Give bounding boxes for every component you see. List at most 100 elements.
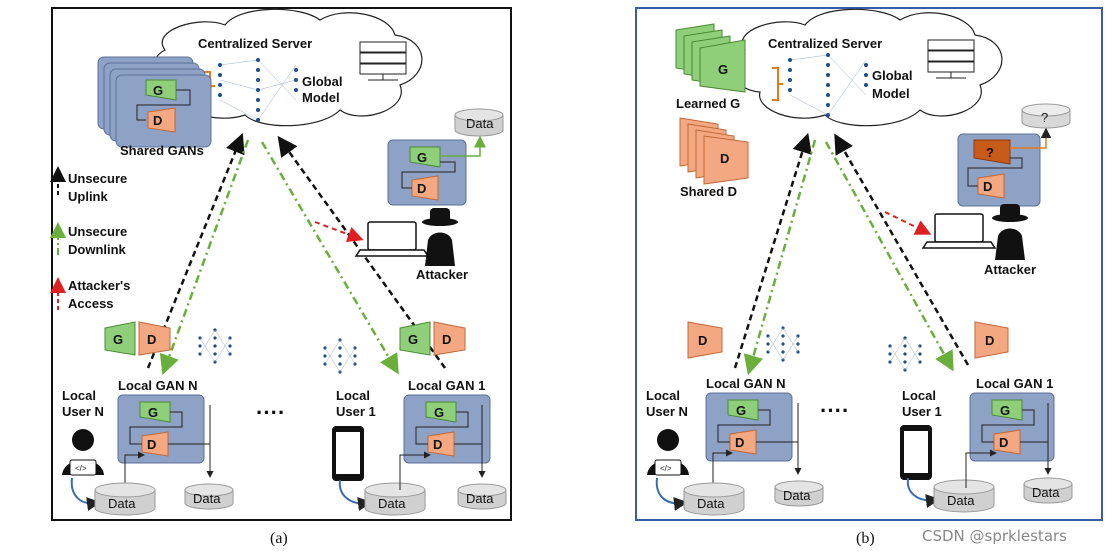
local-user-n-label-2: User N <box>62 404 104 419</box>
dots-b: ···· <box>820 398 849 423</box>
shared-d-label: Shared D <box>680 184 737 199</box>
legend-uplink-2: Uplink <box>68 189 108 204</box>
unknown-data-glyph: ? <box>1041 110 1048 125</box>
caption-a: (a) <box>270 530 288 547</box>
downlink-n-b <box>743 139 817 376</box>
learned-g-glyph: G <box>718 62 728 77</box>
attacker-gan: G D <box>387 135 486 206</box>
global-nn-icon <box>218 58 298 122</box>
local-gan-n-box-b: G D <box>705 392 802 488</box>
downlink-n <box>159 139 250 376</box>
dots-a: ···· <box>256 400 285 425</box>
watermark: CSDN @sprklestars <box>922 527 1067 545</box>
data-cylinder-out-n-b: Data <box>774 480 824 507</box>
attacker-access-a <box>314 221 364 243</box>
laptop-icon-b <box>921 213 997 249</box>
code-glyph: </> <box>75 464 87 473</box>
hacker-user-icon-b: </> <box>647 429 689 476</box>
local-gan-1-box: G D <box>399 394 491 490</box>
local-gan-1-d: D <box>433 437 442 452</box>
local-gan-1-g-b: G <box>1000 403 1010 418</box>
gd-pair-1: G D <box>399 321 466 356</box>
data-cylinder-1-b: Data <box>933 479 995 513</box>
local-nn-icon-n-b <box>766 326 800 362</box>
legend-access-2: Access <box>68 296 114 311</box>
server-icon-b <box>927 39 975 79</box>
local-user-1-b-1: Local <box>902 388 936 403</box>
shared-gans-label: Shared GANs <box>120 143 204 158</box>
phone-icon <box>332 426 364 481</box>
local-gan-n-label-b: Local GAN N <box>706 376 785 391</box>
legend: Unsecure Uplink Unsecure Downlink Attack… <box>50 166 130 311</box>
attacker-label-b: Attacker <box>984 262 1036 277</box>
attacker-icon <box>422 208 458 266</box>
data-n-label-b: Data <box>697 496 725 511</box>
local-gan-n-label: Local GAN N <box>118 378 197 393</box>
caption-b: (b) <box>856 530 875 547</box>
local-user-n-b-1: Local <box>646 388 680 403</box>
shared-d-label: D <box>153 113 162 128</box>
data-1-label: Data <box>378 496 406 511</box>
server-label: Centralized Server <box>198 36 312 51</box>
data-cylinder-n-b: Data <box>683 482 745 516</box>
shared-d-stack: D <box>679 117 749 185</box>
attacker-access-b <box>884 211 932 235</box>
legend-downlink-2: Downlink <box>68 242 127 257</box>
global-model-label-2: Model <box>302 90 340 105</box>
attacker-data-label: Data <box>466 116 494 131</box>
global-model-label-1: Global <box>302 74 342 89</box>
d-only-n-glyph: D <box>698 333 707 348</box>
data-cylinder-attacker: Data <box>454 108 504 137</box>
global-model-b-1: Global <box>872 68 912 83</box>
data-out-n-label: Data <box>193 491 221 506</box>
local-gan-n-box: G D <box>117 394 214 490</box>
local-gan-n-g-b: G <box>736 403 746 418</box>
pair-n-d: D <box>147 332 156 347</box>
data-1-label-b: Data <box>947 493 975 508</box>
pair-1-d: D <box>442 332 451 347</box>
legend-access-1: Attacker's <box>68 278 130 293</box>
panel-a: Centralized Server Global Model <box>50 7 512 547</box>
user-n-data-arrow <box>70 477 101 511</box>
attacker-gan-b: ? D <box>957 127 1052 207</box>
user-1-data-arrow <box>338 479 372 511</box>
legend-downlink-1: Unsecure <box>68 224 127 239</box>
bracket-b <box>772 67 783 101</box>
local-gan-n-d: D <box>147 437 156 452</box>
local-gan-n-g: G <box>148 405 158 420</box>
local-nn-icon-n <box>198 328 232 364</box>
data-cylinder-out-n: Data <box>184 483 234 510</box>
data-cylinder-out-1: Data <box>457 483 507 510</box>
d-only-1-glyph: D <box>985 333 994 348</box>
server-icon <box>359 41 407 81</box>
d-only-n: D <box>687 321 723 359</box>
phone-icon-b <box>900 425 932 480</box>
local-user-1-label-1: Local <box>336 388 370 403</box>
data-cylinder-unknown: ? <box>1021 103 1071 129</box>
code-glyph-b: </> <box>660 464 672 473</box>
local-user-1-b-2: User 1 <box>902 404 942 419</box>
data-out-n-label-b: Data <box>783 488 811 503</box>
unknown-g-glyph: ? <box>986 145 994 160</box>
global-model-b-2: Model <box>872 86 910 101</box>
pair-1-g: G <box>408 332 418 347</box>
uplink-1-b <box>834 133 970 366</box>
pair-n-g: G <box>113 332 123 347</box>
data-cylinder-n: Data <box>94 482 156 516</box>
attacker-d-label: D <box>417 181 426 196</box>
panel-b: Centralized Server Global Model <box>635 7 1103 547</box>
server-label-b: Centralized Server <box>768 36 882 51</box>
data-out-1-label: Data <box>466 491 494 506</box>
user-1-data-arrow-b <box>906 477 940 508</box>
data-n-label: Data <box>108 496 136 511</box>
server-cloud-b <box>732 8 1003 127</box>
local-user-n-label-1: Local <box>62 388 96 403</box>
local-gan-1-label-b: Local GAN 1 <box>976 376 1053 391</box>
d-only-1: D <box>974 321 1009 359</box>
local-user-1-label-2: User 1 <box>336 404 376 419</box>
hacker-user-icon: </> <box>62 429 104 476</box>
user-n-data-arrow-b <box>655 477 688 511</box>
shared-d-glyph: D <box>720 151 729 166</box>
local-user-n-b-2: User N <box>646 404 688 419</box>
